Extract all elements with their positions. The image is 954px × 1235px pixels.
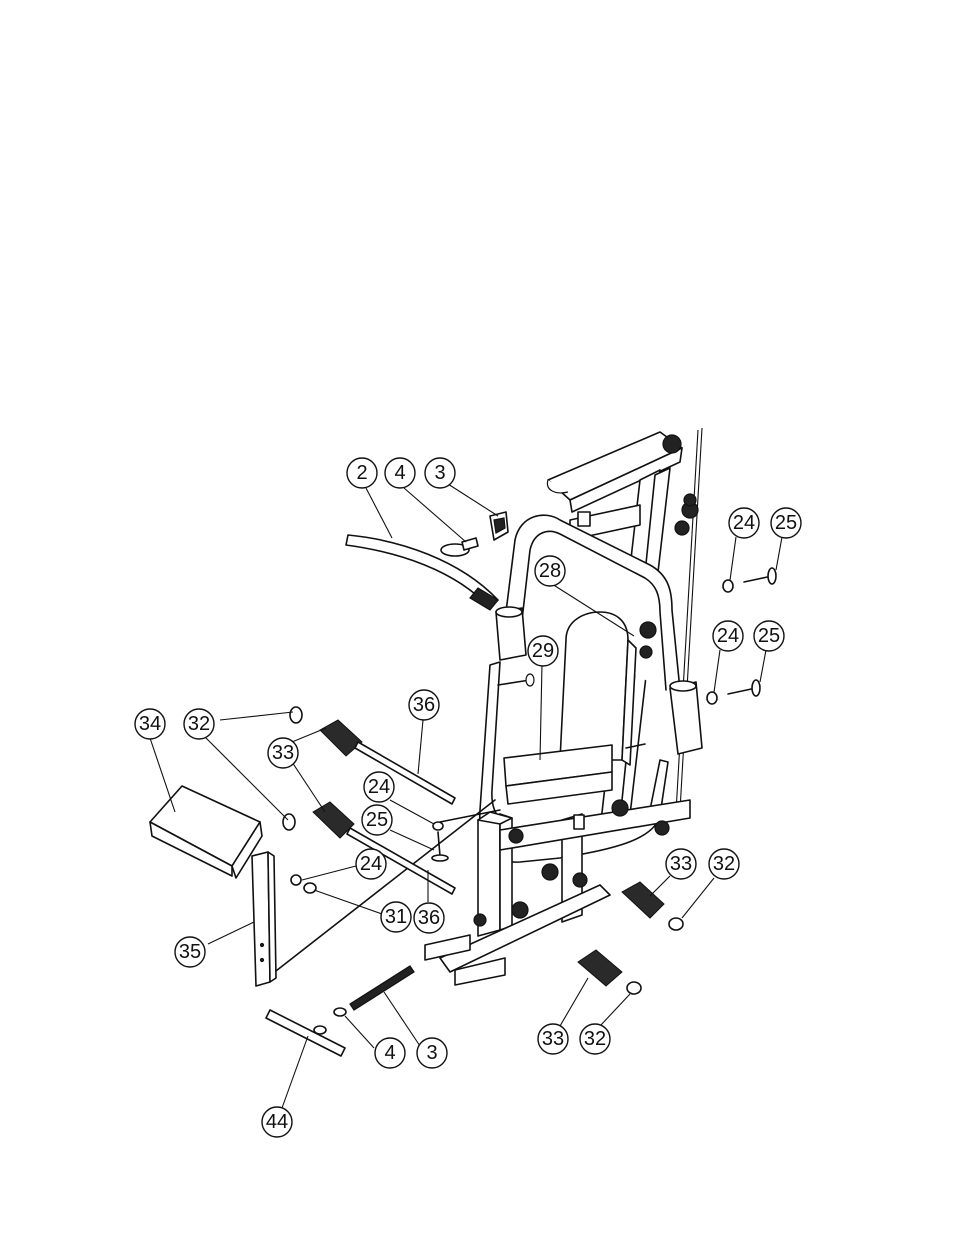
callout-32-a: 32	[183, 708, 215, 740]
part-4-3-top	[461, 511, 509, 551]
callout-33-c: 33	[537, 1023, 569, 1055]
callout-label: 25	[758, 625, 780, 647]
roller-33-a	[319, 719, 363, 757]
callout-label: 24	[368, 776, 390, 798]
callout-24-a: 24	[728, 507, 760, 539]
callout-label: 32	[188, 713, 210, 735]
part-4-3-bottom	[333, 965, 415, 1017]
callout-label: 36	[413, 694, 435, 716]
callout-label: 33	[542, 1028, 564, 1050]
callout-3-top: 3	[424, 457, 456, 489]
callout-33-a: 33	[267, 737, 299, 769]
callout-label: 4	[394, 462, 405, 484]
callout-28: 28	[534, 555, 566, 587]
callout-label: 32	[584, 1028, 606, 1050]
callout-35: 35	[174, 936, 206, 968]
callout-label: 31	[385, 906, 407, 928]
callout-label: 2	[356, 462, 367, 484]
callout-36-b: 36	[413, 902, 445, 934]
callout-label: 33	[272, 742, 294, 764]
callout-4-top: 4	[384, 457, 416, 489]
callout-29: 29	[527, 635, 559, 667]
callout-label: 32	[713, 853, 735, 875]
callout-label: 25	[775, 512, 797, 534]
roller-33-d	[577, 949, 623, 987]
part-2-curved-bar	[345, 534, 499, 611]
callout-label: 33	[670, 853, 692, 875]
part-34-pad	[149, 785, 263, 879]
leader-lines	[149, 483, 783, 1109]
roller-33-c	[621, 881, 665, 919]
callout-4-bottom: 4	[374, 1037, 406, 1069]
callout-34: 34	[134, 708, 166, 740]
callout-label: 36	[418, 907, 440, 929]
callout-24-c: 24	[363, 771, 395, 803]
callout-25-b: 25	[753, 620, 785, 652]
callout-25-c: 25	[361, 804, 393, 836]
callout-24-d: 24	[355, 848, 387, 880]
callout-44: 44	[261, 1106, 293, 1138]
callout-label: 35	[179, 941, 201, 963]
part-35-post	[251, 851, 277, 987]
callout-label: 24	[733, 512, 755, 534]
roller-33-b	[312, 801, 355, 839]
callout-32-c: 32	[579, 1023, 611, 1055]
callout-label: 24	[360, 853, 382, 875]
callout-25-a: 25	[770, 507, 802, 539]
callout-label: 4	[384, 1042, 395, 1064]
callout-24-b: 24	[712, 620, 744, 652]
callout-36-a: 36	[408, 689, 440, 721]
callout-label: 24	[717, 625, 739, 647]
bolts-24-25-right	[706, 567, 777, 705]
bolt-24-25-center	[431, 821, 449, 862]
callout-label: 44	[266, 1111, 288, 1133]
part-44-handle	[265, 1009, 346, 1057]
callout-3-bottom: 3	[416, 1037, 448, 1069]
callout-32-b: 32	[708, 848, 740, 880]
callout-label: 34	[139, 713, 161, 735]
callout-33-b: 33	[665, 848, 697, 880]
callout-label: 3	[426, 1042, 437, 1064]
callout-label: 3	[434, 462, 445, 484]
callout-31: 31	[380, 901, 412, 933]
callout-label: 29	[532, 640, 554, 662]
caps-32	[282, 706, 684, 995]
washers-24-31	[290, 874, 317, 894]
callout-label: 28	[539, 560, 561, 582]
callout-2-top: 2	[346, 457, 378, 489]
callout-label: 25	[366, 809, 388, 831]
